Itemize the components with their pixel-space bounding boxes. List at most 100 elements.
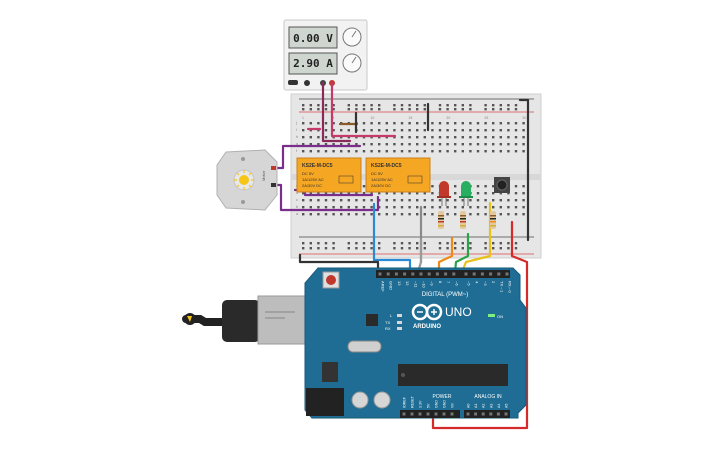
breadboard-hole[interactable] [385, 129, 388, 132]
breadboard-hole[interactable] [362, 213, 366, 216]
breadboard-hole[interactable] [340, 206, 343, 209]
breadboard-hole[interactable] [469, 122, 472, 125]
breadboard-hole[interactable] [484, 143, 487, 146]
digital-pin-hole[interactable] [378, 272, 382, 276]
breadboard-hole[interactable] [309, 150, 312, 153]
motor-terminal-positive[interactable] [271, 166, 276, 170]
breadboard-hole[interactable] [309, 129, 312, 132]
breadboard-hole[interactable] [446, 136, 449, 139]
breadboard-hole[interactable] [431, 122, 434, 125]
breadboard-hole[interactable] [446, 129, 449, 132]
rail-hole[interactable] [362, 104, 366, 107]
breadboard-hole[interactable] [454, 206, 457, 209]
breadboard-hole[interactable] [507, 192, 510, 195]
breadboard-hole[interactable] [332, 136, 335, 139]
breadboard-hole[interactable] [454, 136, 457, 139]
breadboard-hole[interactable] [431, 150, 434, 153]
rail-hole[interactable] [507, 104, 510, 107]
breadboard-hole[interactable] [317, 206, 320, 209]
breadboard-hole[interactable] [492, 185, 495, 188]
breadboard-hole[interactable] [522, 185, 525, 188]
breadboard-hole[interactable] [461, 206, 464, 209]
breadboard-hole[interactable] [309, 122, 312, 125]
rail-hole[interactable] [416, 247, 419, 250]
breadboard-hole[interactable] [514, 192, 518, 195]
rail-hole[interactable] [423, 247, 426, 250]
breadboard-hole[interactable] [461, 143, 464, 146]
breadboard-hole[interactable] [454, 213, 457, 216]
breadboard-hole[interactable] [476, 150, 480, 153]
breadboard-hole[interactable] [378, 122, 381, 125]
rail-hole[interactable] [492, 242, 495, 245]
rail-hole[interactable] [347, 242, 350, 245]
breadboard-hole[interactable] [302, 213, 305, 216]
breadboard-hole[interactable] [416, 129, 419, 132]
digital-pin-hole[interactable] [403, 272, 407, 276]
breadboard-hole[interactable] [476, 136, 480, 139]
power-pin-hole[interactable] [434, 412, 438, 416]
analog-pin-hole[interactable] [481, 412, 485, 416]
rail-hole[interactable] [446, 247, 449, 250]
red-led[interactable] [437, 181, 451, 206]
rail-hole[interactable] [514, 247, 518, 250]
breadboard-hole[interactable] [400, 213, 404, 216]
breadboard-hole[interactable] [370, 122, 373, 125]
breadboard-hole[interactable] [408, 150, 411, 153]
breadboard-hole[interactable] [431, 199, 434, 202]
breadboard-hole[interactable] [400, 122, 404, 125]
rail-hole[interactable] [400, 108, 404, 111]
breadboard-hole[interactable] [378, 192, 381, 195]
breadboard-hole[interactable] [469, 213, 472, 216]
rail-hole[interactable] [317, 104, 320, 107]
breadboard-hole[interactable] [446, 143, 449, 146]
rail-hole[interactable] [378, 242, 381, 245]
rail-hole[interactable] [484, 242, 487, 245]
breadboard-hole[interactable] [454, 122, 457, 125]
digital-pin-hole[interactable] [386, 272, 390, 276]
breadboard-hole[interactable] [416, 150, 419, 153]
breadboard-hole[interactable] [522, 213, 525, 216]
rail-hole[interactable] [423, 242, 426, 245]
rail-hole[interactable] [469, 104, 472, 107]
rail-hole[interactable] [492, 104, 495, 107]
breadboard-hole[interactable] [499, 199, 502, 202]
push-button-cap[interactable] [496, 179, 508, 191]
analog-header[interactable] [464, 410, 510, 418]
breadboard-hole[interactable] [332, 192, 335, 195]
rail-hole[interactable] [416, 108, 419, 111]
wire-supply-positive[interactable] [330, 81, 397, 138]
breadboard-hole[interactable] [332, 206, 335, 209]
power-pin-hole[interactable] [426, 412, 430, 416]
rail-hole[interactable] [408, 104, 411, 107]
rail-hole[interactable] [347, 108, 350, 111]
breadboard-hole[interactable] [476, 122, 480, 125]
breadboard-hole[interactable] [514, 122, 518, 125]
breadboard-hole[interactable] [408, 143, 411, 146]
wire-ground-arduino[interactable] [298, 253, 380, 274]
rail-hole[interactable] [393, 247, 396, 250]
rail-hole[interactable] [302, 108, 305, 111]
breadboard-hole[interactable] [362, 150, 366, 153]
rail-hole[interactable] [302, 104, 305, 107]
wire-yellow-pin2[interactable] [460, 201, 492, 274]
breadboard-hole[interactable] [469, 199, 472, 202]
rail-hole[interactable] [355, 104, 358, 107]
breadboard-hole[interactable] [522, 129, 525, 132]
rail-hole[interactable] [446, 108, 449, 111]
rail-hole[interactable] [309, 104, 312, 107]
rail-hole[interactable] [309, 242, 312, 245]
breadboard-hole[interactable] [317, 150, 320, 153]
rail-hole[interactable] [454, 104, 457, 107]
rail-hole[interactable] [461, 242, 464, 245]
breadboard-hole[interactable] [423, 192, 426, 195]
breadboard-hole[interactable] [484, 122, 487, 125]
breadboard-hole[interactable] [347, 143, 350, 146]
rail-hole[interactable] [469, 108, 472, 111]
breadboard-hole[interactable] [370, 129, 373, 132]
breadboard-hole[interactable] [378, 150, 381, 153]
breadboard-hole[interactable] [469, 129, 472, 132]
breadboard-hole[interactable] [393, 150, 396, 153]
breadboard-hole[interactable] [309, 143, 312, 146]
breadboard-hole[interactable] [302, 206, 305, 209]
rail-hole[interactable] [400, 242, 404, 245]
